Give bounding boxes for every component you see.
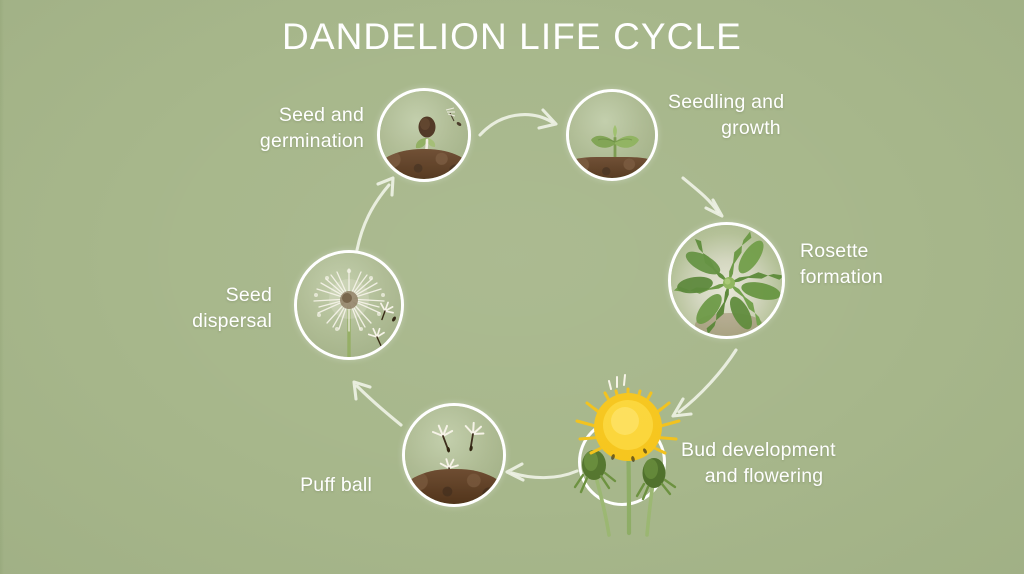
stage-label-line-2: formation [800,265,884,288]
arrow-puffball-to-dispersal [352,380,403,427]
stage-node-seedling-and-growth[interactable] [566,89,658,181]
page-title: DANDELION LIFE CYCLE [282,16,742,57]
stage-label-line-1: Seedling and [668,91,785,113]
stage-label-line-2: dispersal [192,309,272,332]
stage-label-line-1: Bud development [681,439,836,461]
dandelion-flower-icon [573,374,681,537]
stage-label-line-2: germination [259,129,364,152]
arrow-seedling-to-rosette [681,176,724,218]
arrow-seed-to-seedling [478,108,558,137]
stage-label-line-1: Rosette [800,240,869,262]
stage-label-bud-development-and-flowering: Bud development and flowering [681,438,961,490]
stage-label-seedling-and-growth: Seedling and growth [668,90,898,142]
stage-label-line-2: growth [721,116,781,139]
stage-label-line-1: Seed [225,284,272,306]
stage-node-rosette-formation[interactable] [668,222,785,339]
stage-label-rosette-formation: Rosette formation [800,239,1000,291]
stage-node-bud-development-and-flowering[interactable] [573,374,681,537]
stage-label-seed-and-germination: Seed and germination [150,103,364,155]
stage-label-puff-ball: Puff ball [180,473,372,499]
leaf-rosette-icon [671,225,782,336]
seedling-icon [569,92,655,178]
stage-node-seed-and-germination[interactable] [377,88,471,182]
stage-label-line-1: Puff ball [300,474,372,496]
stage-node-seed-dispersal[interactable] [294,250,404,360]
floating-seeds-icon [405,406,503,504]
left-edge-seam [0,0,4,574]
dandelion-clock-icon [297,253,401,357]
stage-node-puff-ball[interactable] [402,403,506,507]
germinating-seed-icon [380,91,468,179]
stage-label-line-2: and flowering [704,464,824,487]
arrow-dispersal-to-seed [355,176,395,252]
stage-label-seed-dispersal: Seed dispersal [90,283,272,335]
stage-label-line-1: Seed and [278,104,364,126]
